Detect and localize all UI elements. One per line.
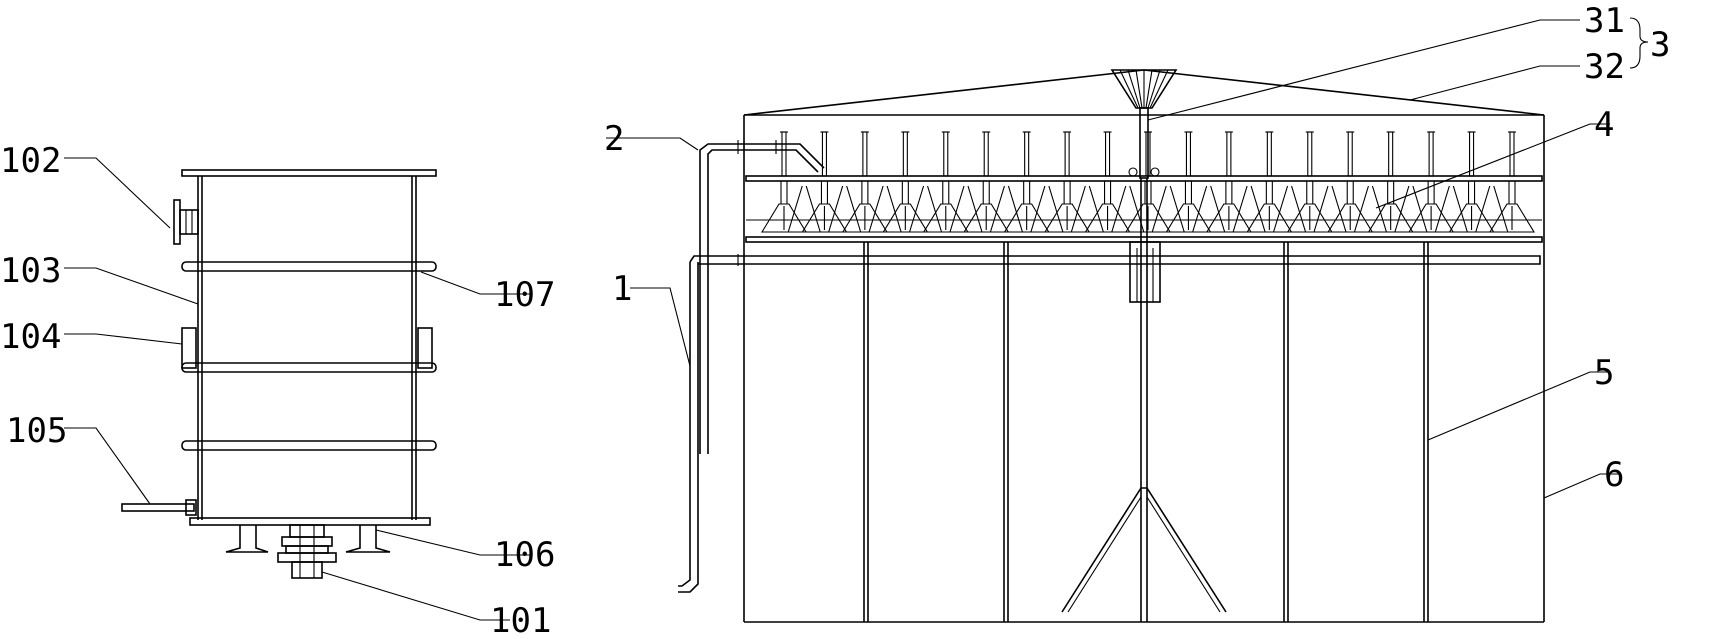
top-stub (862, 131, 868, 177)
leader-103 (64, 267, 199, 305)
label-102: 102 (0, 141, 61, 181)
hood-cone (1044, 180, 1104, 233)
label-6: 6 (1604, 455, 1624, 495)
hood-cone (1367, 180, 1428, 233)
top-stub (1428, 131, 1434, 177)
label-5: 5 (1594, 353, 1614, 393)
label-31: 31 (1584, 1, 1625, 41)
top-stub (1105, 131, 1111, 177)
leader-105 (64, 427, 151, 505)
hood-cone (1327, 180, 1387, 233)
label-4: 4 (1594, 105, 1614, 145)
leader-101 (321, 571, 510, 621)
hood-cone-array (761, 180, 1535, 233)
tank-hoop (181, 261, 437, 272)
top-stub (821, 131, 827, 177)
leader-5 (1427, 371, 1610, 441)
hood-cone (841, 180, 902, 233)
hood-cone (1408, 180, 1468, 233)
feed-pipe (1139, 107, 1149, 179)
internal-columns (863, 242, 1429, 622)
hood-cone (963, 180, 1023, 233)
label-1: 1 (612, 269, 632, 309)
distribution-pipe (689, 255, 1541, 265)
tank-top-lid (181, 169, 437, 177)
return-pipe (699, 143, 825, 454)
side-nozzle-left (181, 327, 197, 369)
hood-cone (1084, 180, 1145, 233)
hood-cone (1003, 180, 1064, 233)
leader-2 (606, 137, 699, 151)
label-2: 2 (604, 119, 624, 159)
hood-cone (801, 180, 862, 233)
hood-cone (882, 180, 943, 233)
reactor-view: 31 32 3 2 1 4 5 6 (604, 1, 1670, 623)
leader-102 (64, 157, 171, 229)
top-stub (1064, 131, 1070, 177)
side-nozzle-right (417, 327, 433, 369)
leader-106 (375, 529, 530, 556)
top-stub (1266, 131, 1272, 177)
shaft-coupling (1129, 241, 1161, 303)
support-foot (225, 525, 269, 553)
top-stub (1226, 131, 1232, 177)
top-stub (781, 131, 787, 177)
feed-funnel (1110, 69, 1178, 179)
top-stub (1185, 131, 1191, 177)
top-stub (902, 131, 908, 177)
leader-4 (1375, 123, 1610, 209)
label-103: 103 (0, 251, 61, 291)
label-105: 105 (6, 411, 67, 451)
label-107: 107 (494, 275, 555, 315)
hood-cone (1246, 180, 1307, 233)
top-stub (1024, 131, 1030, 177)
outlet-pipe (121, 503, 195, 512)
support-foot (345, 525, 391, 553)
group-brace-3 (1629, 17, 1649, 69)
label-32: 32 (1584, 47, 1625, 87)
top-stub (1347, 131, 1353, 177)
label-104: 104 (0, 317, 61, 357)
label-106: 106 (494, 535, 555, 575)
top-stub (983, 131, 989, 177)
hood-cone (1286, 180, 1347, 233)
top-stub (1388, 131, 1394, 177)
hood-cone (1489, 181, 1535, 233)
leader-104 (64, 333, 183, 345)
leader-107 (420, 271, 530, 295)
label-3: 3 (1650, 25, 1670, 65)
tank-hoop (181, 362, 437, 373)
hood-cone (1205, 180, 1266, 233)
tank-hoop (181, 440, 437, 451)
top-stub (943, 131, 949, 177)
hood-cone (1165, 180, 1226, 233)
top-stub-array (780, 131, 1516, 177)
top-stub (1307, 131, 1313, 177)
feed-inlet-pipe (678, 262, 691, 587)
leader-31 (1147, 19, 1580, 121)
upper-header (745, 175, 1543, 182)
left-tank-view: 102 103 104 105 107 106 101 (0, 141, 555, 639)
leader-1 (630, 287, 691, 367)
stirrer-legs (1061, 487, 1227, 613)
leader-32 (1409, 65, 1580, 101)
hood-cone (1448, 180, 1509, 233)
tank-bottom-plate (189, 517, 431, 526)
inlet-flange (173, 199, 181, 245)
label-101: 101 (490, 601, 551, 639)
hood-cone (1125, 180, 1185, 233)
leader-6 (1543, 473, 1620, 499)
hood-cone (761, 180, 821, 233)
hood-cone (922, 180, 983, 233)
bottom-drain-valve (277, 524, 337, 579)
